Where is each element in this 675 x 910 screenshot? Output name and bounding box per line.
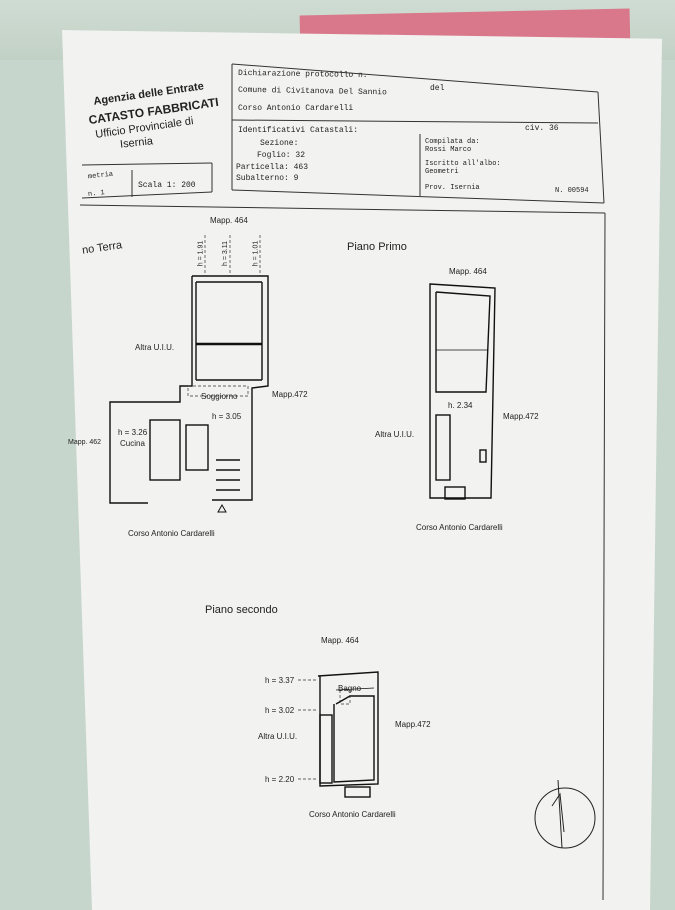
second-mapp-right: Mapp.472 bbox=[395, 720, 431, 729]
particella: Particella: 463 bbox=[236, 163, 309, 172]
second-bagno: Bagno bbox=[338, 684, 362, 693]
second-mapp-top: Mapp. 464 bbox=[321, 636, 359, 645]
document-paper bbox=[62, 30, 662, 910]
foglio: Foglio: 32 bbox=[257, 151, 306, 160]
first-street: Corso Antonio Cardarelli bbox=[416, 523, 503, 532]
ident-label: Identificativi Catastali: bbox=[238, 126, 359, 135]
ground-mapp-left: Mapp. 462 bbox=[68, 439, 102, 446]
ground-soggiorno: Soggiorno bbox=[201, 392, 238, 401]
del-label: del bbox=[430, 84, 445, 93]
ground-h-soggiorno: h = 3.05 bbox=[212, 412, 242, 421]
address: Corso Antonio Cardarelli bbox=[238, 104, 354, 113]
ground-h1: h = 1.91 bbox=[197, 240, 205, 267]
second-floor-plan bbox=[317, 671, 379, 798]
iscritto-value: Geometri bbox=[425, 168, 459, 176]
first-h: h. 2.34 bbox=[448, 401, 473, 410]
second-altra: Altra U.I.U. bbox=[258, 732, 298, 741]
ground-street: Corso Antonio Cardarelli bbox=[128, 529, 215, 538]
first-mapp-top: Mapp. 464 bbox=[449, 267, 487, 276]
ground-floor-plan bbox=[109, 275, 269, 504]
second-h1: h = 3.37 bbox=[265, 676, 295, 685]
ground-mapp-right: Mapp.472 bbox=[272, 390, 308, 399]
second-street: Corso Antonio Cardarelli bbox=[309, 810, 396, 819]
north-arrow-icon bbox=[534, 779, 596, 849]
scale: Scala 1: 200 bbox=[138, 181, 196, 190]
ground-h2: h = 3.11 bbox=[221, 241, 229, 266]
first-floor-plan bbox=[429, 283, 496, 500]
compilata-name: Rossi Marco bbox=[425, 146, 472, 154]
first-altra: Altra U.I.U. bbox=[375, 430, 415, 439]
first-mapp-right: Mapp.472 bbox=[503, 412, 539, 421]
ground-altra: Altra U.I.U. bbox=[135, 343, 175, 352]
iscritto-label: Iscritto all'albo: bbox=[425, 160, 501, 168]
compilata-label: Compilata da: bbox=[425, 138, 480, 146]
doc-number: N. 00594 bbox=[555, 187, 589, 195]
civ: civ. 36 bbox=[525, 124, 559, 133]
ground-mapp-top: Mapp. 464 bbox=[210, 216, 248, 225]
sezione: Sezione: bbox=[260, 139, 299, 148]
subalterno: Subalterno: 9 bbox=[236, 174, 299, 183]
second-h3: h = 2.20 bbox=[265, 775, 295, 784]
first-title: Piano Primo bbox=[347, 241, 407, 253]
prov: Prov. Isernia bbox=[425, 184, 480, 192]
ground-cucina: Cucina bbox=[120, 439, 145, 448]
second-title: Piano secondo bbox=[205, 604, 278, 616]
second-h2: h = 3.02 bbox=[265, 706, 295, 715]
ground-h3: h = 1.01 bbox=[252, 240, 260, 267]
ground-h-cucina: h = 3.26 bbox=[118, 428, 148, 437]
